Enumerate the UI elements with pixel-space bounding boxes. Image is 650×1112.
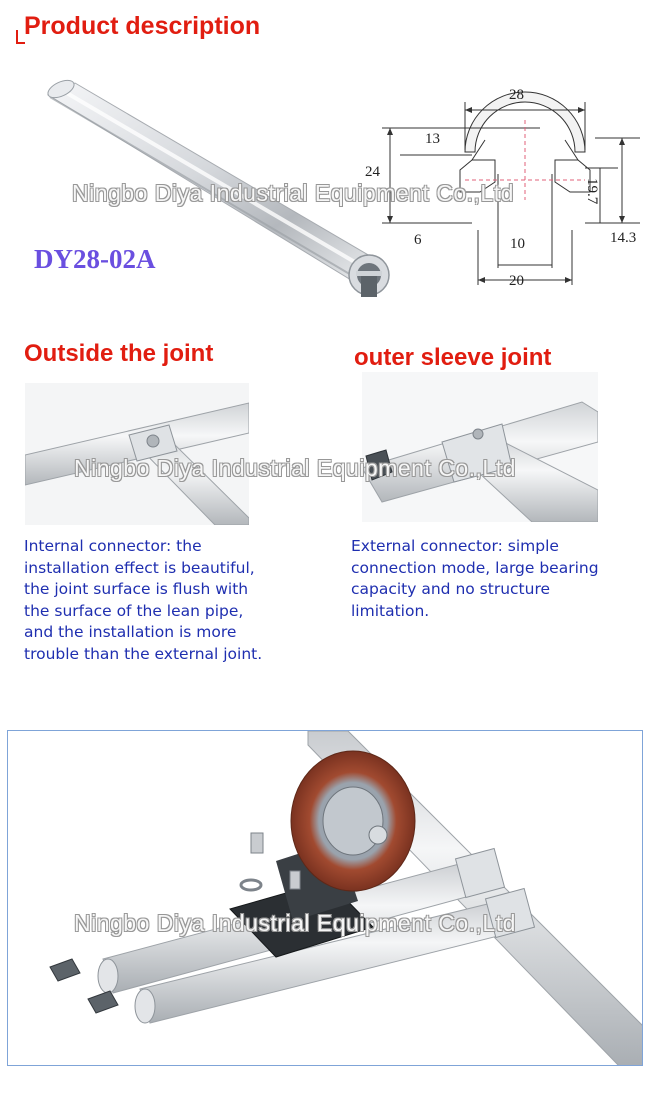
dim-28: 28 — [509, 87, 524, 103]
outer-sleeve-joint-image — [362, 372, 598, 522]
dim-6: 6 — [414, 232, 422, 248]
page-title: Product description — [24, 12, 261, 40]
pipe-end-profile — [348, 254, 390, 297]
outer-joint-description: External connector: simple connection mo… — [351, 537, 599, 620]
inside-joint-image — [25, 383, 249, 525]
watermark-3: Ningbo Diya Industrial Equipment Co.,Ltd — [74, 910, 516, 936]
caster-assembly-image — [49, 731, 642, 1065]
dim-19-7: 19.7 — [584, 178, 600, 205]
watermark-1: Ningbo Diya Industrial Equipment Co.,Ltd — [72, 180, 514, 206]
dim-13: 13 — [425, 131, 440, 147]
watermark-2: Ningbo Diya Industrial Equipment Co.,Ltd — [74, 455, 516, 481]
dim-20: 20 — [509, 273, 524, 289]
product-pipe-image — [46, 79, 390, 297]
inside-joint-title: Outside the joint — [24, 340, 214, 367]
outer-joint-title: outer sleeve joint — [354, 344, 552, 371]
dim-24: 24 — [365, 164, 380, 180]
dim-14-3: 14.3 — [610, 230, 637, 246]
dim-10: 10 — [510, 236, 525, 252]
product-model-label: DY28-02A — [34, 244, 156, 274]
inside-joint-description: Internal connector: the installation eff… — [24, 537, 263, 663]
header-corner-mark — [16, 30, 25, 44]
profile-dimension-drawing — [382, 91, 640, 285]
caster-assembly-frame — [7, 730, 643, 1066]
